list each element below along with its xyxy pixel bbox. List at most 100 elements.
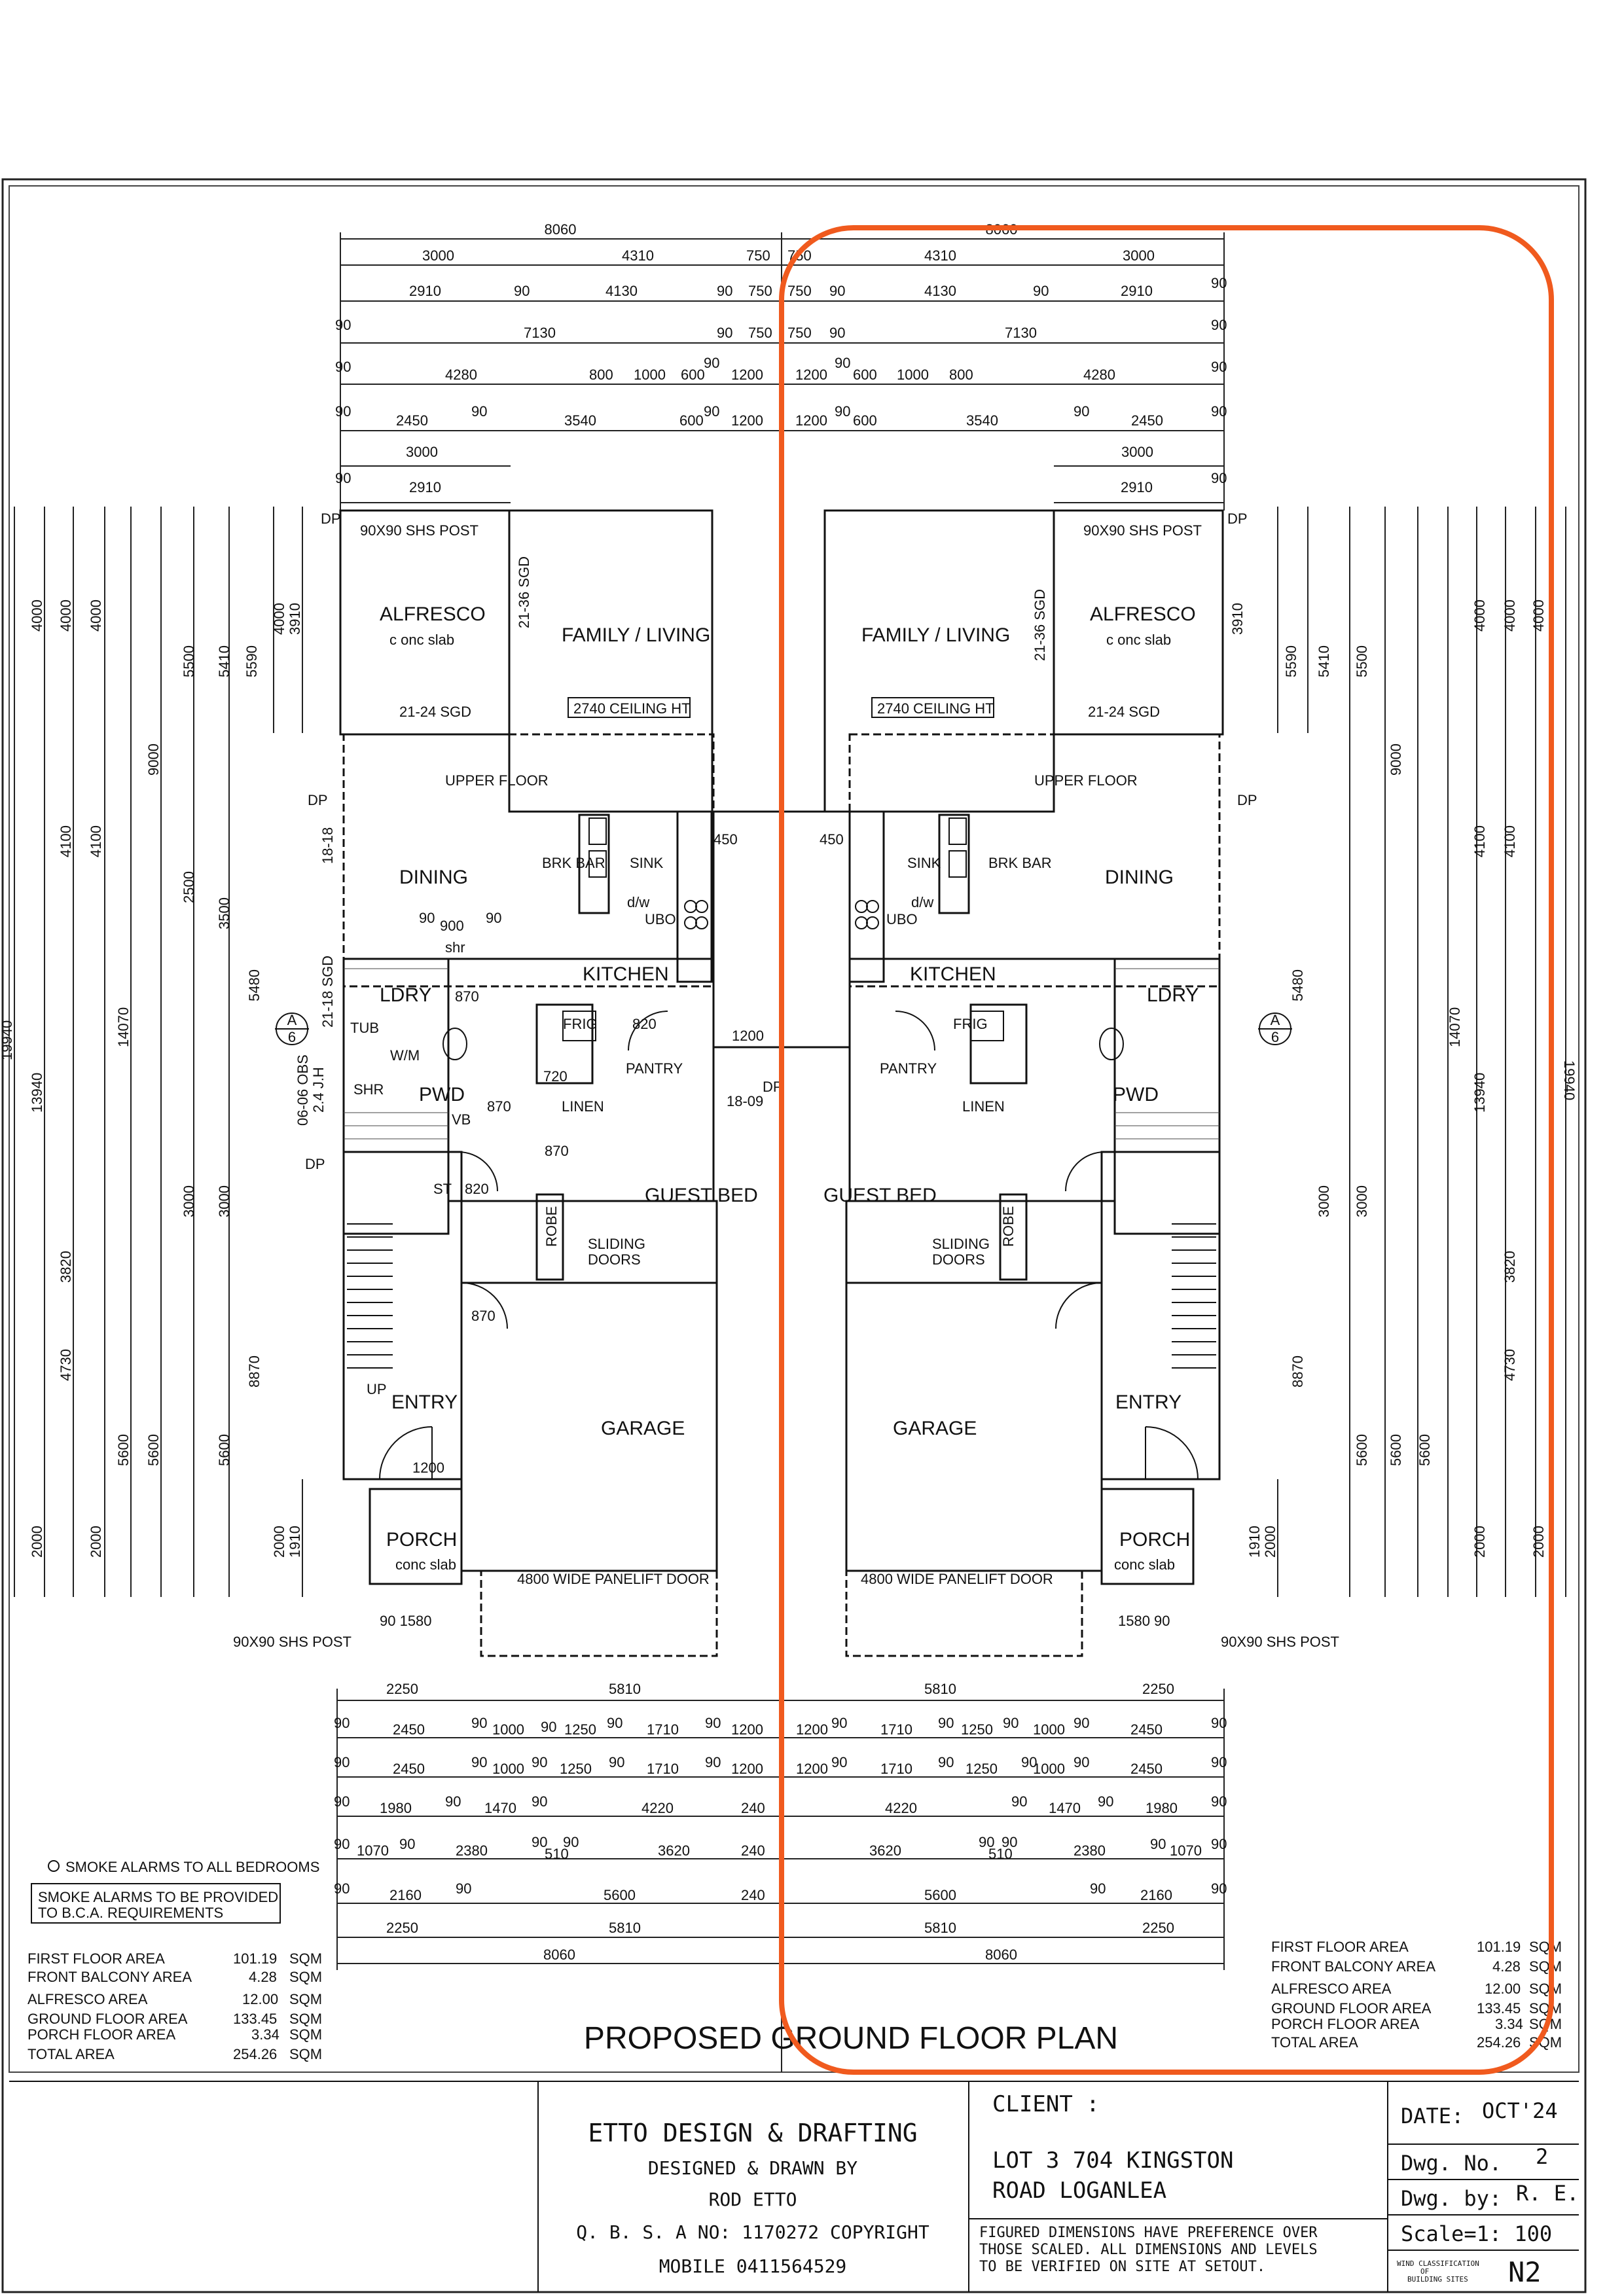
highlight-outline <box>779 225 1554 2075</box>
dim-text: 1980 <box>380 1800 412 1816</box>
dim-text: 1000 <box>634 367 666 383</box>
dim-text: 90 <box>1211 1754 1227 1770</box>
dim-870: 870 <box>455 988 479 1005</box>
room-entry: ENTRY <box>1115 1391 1182 1413</box>
area-value: 254.26 <box>233 2046 277 2062</box>
area-value: 254.26 <box>1477 2034 1521 2051</box>
room-alfresco: ALFRESCO <box>380 603 486 625</box>
post-label: 90X90 SHS POST <box>360 522 478 539</box>
dim-1580: 1580 90 <box>1118 1613 1170 1629</box>
date-label: DATE: <box>1401 2104 1464 2128</box>
dim-text: 5500 <box>181 645 197 677</box>
dim-text: 90 <box>1211 470 1227 486</box>
section-marker-right: A 6 <box>1258 1012 1292 1045</box>
dim-text: 5810 <box>924 1681 956 1697</box>
dim-text: 5410 <box>216 645 232 677</box>
dim-text: 1710 <box>647 1721 679 1738</box>
designed-by: DESIGNED & DRAWN BY <box>648 2157 857 2179</box>
dim-text: 1000 <box>492 1761 524 1777</box>
notes-block: SMOKE ALARMS TO ALL BEDROOMS SMOKE ALARM… <box>31 1859 319 1924</box>
dim-text: 3820 <box>1502 1251 1518 1283</box>
dim-text: 13940 <box>29 1073 45 1113</box>
dwg-no-label: Dwg. No. <box>1401 2151 1502 2176</box>
dim-text: 90 <box>831 1754 847 1770</box>
dim-text: 4730 <box>58 1349 74 1381</box>
dim-text: 2000 <box>1471 1526 1488 1558</box>
dim-text: 90 <box>1021 1754 1037 1770</box>
dim-text: 90 <box>445 1793 461 1810</box>
dim-text: 90 <box>471 403 487 420</box>
dim-text: 1710 <box>880 1721 912 1738</box>
area-label: FRONT BALCONY AREA <box>1271 1958 1435 1975</box>
wind-label-1: WIND CLASSIFICATION <box>1397 2259 1479 2268</box>
title-block-client: CLIENT : LOT 3 704 KINGSTON ROAD LOGANLE… <box>979 2091 1318 2275</box>
upper-floor-label: UPPER FLOOR <box>1034 772 1138 789</box>
side-dims-right: 19940 13940 4000 4000 4000 4100 4100 382… <box>1229 600 1578 1558</box>
dim-text: 2000 <box>1530 1526 1547 1558</box>
dim-text: 4310 <box>622 247 654 264</box>
dim-text: 1200 <box>795 367 827 383</box>
dim-text: 750 <box>787 283 812 299</box>
dim-text: 7130 <box>1005 325 1037 341</box>
dim-text: 90 <box>563 1834 579 1850</box>
area-unit: SQM <box>289 1969 322 1985</box>
porch-sub: conc slab <box>395 1556 456 1573</box>
scale-label: Scale=1: 100 <box>1401 2221 1552 2246</box>
dim-text: 1200 <box>731 367 763 383</box>
dim-text: 4280 <box>445 367 477 383</box>
smoke-box-line2: TO B.C.A. REQUIREMENTS <box>38 1905 223 1921</box>
pantry-label: PANTRY <box>626 1060 683 1077</box>
dim-text: 90 <box>335 403 351 420</box>
dim-text: 1000 <box>1033 1761 1065 1777</box>
area-value: 4.28 <box>1492 1958 1521 1975</box>
dim-text: 90 <box>335 470 351 486</box>
sgd-label: 21-24 SGD <box>1088 704 1160 720</box>
room-garage: GARAGE <box>893 1418 977 1439</box>
dim-text: 4730 <box>1502 1349 1518 1381</box>
dim-text: 3540 <box>564 412 596 429</box>
dim-text: 4130 <box>924 283 956 299</box>
dim-text: 4220 <box>885 1800 917 1816</box>
dim-90: 90 <box>419 910 435 926</box>
stairs-left <box>347 1223 393 1369</box>
stairs-right <box>1172 1223 1216 1369</box>
dim-720: 720 <box>543 1068 568 1085</box>
dim-text: 90 <box>1150 1836 1166 1852</box>
ubo-label: UBO <box>886 911 918 927</box>
doors-label: DOORS <box>588 1251 641 1268</box>
dim-text: 2910 <box>409 283 441 299</box>
room-alfresco: ALFRESCO <box>1090 603 1196 625</box>
dim-text: 3500 <box>216 897 232 929</box>
area-unit: SQM <box>289 2026 322 2043</box>
disclaimer-2: THOSE SCALED. ALL DIMENSIONS AND LEVELS <box>979 2242 1318 2258</box>
dp-label: DP <box>1227 511 1248 527</box>
area-schedule-left: FIRST FLOOR AREA 101.19 SQM FRONT BALCON… <box>27 1950 322 2062</box>
dim-text: 1470 <box>484 1800 516 1816</box>
area-value: 101.19 <box>233 1950 277 1967</box>
dim-text: 2160 <box>1140 1887 1172 1903</box>
dim-text: 90 <box>1011 1793 1027 1810</box>
dim-text: 5600 <box>115 1434 132 1466</box>
dwg-by-value: R. E. <box>1516 2181 1579 2206</box>
date-value: OCT'24 <box>1482 2098 1558 2123</box>
area-value: 101.19 <box>1477 1939 1521 1955</box>
dim-text: 19940 <box>1561 1060 1578 1100</box>
area-label: ALFRESCO AREA <box>1271 1981 1392 1997</box>
dim-text: 2450 <box>1131 412 1163 429</box>
dim-text: 2000 <box>271 1526 287 1558</box>
dim-text: 2000 <box>29 1526 45 1558</box>
dim-text: 2450 <box>393 1721 425 1738</box>
dim-870: 870 <box>487 1098 511 1115</box>
dim-text: 90 <box>335 359 351 375</box>
panelift-label: 4800 WIDE PANELIFT DOOR <box>517 1571 710 1587</box>
dim-text: 240 <box>741 1800 765 1816</box>
dim-text: 4130 <box>605 283 638 299</box>
alfresco-sub: c onc slab <box>1106 632 1171 648</box>
dim-text: 3540 <box>966 412 998 429</box>
room-dining: DINING <box>399 867 468 888</box>
sgd-label: 21-24 SGD <box>399 704 471 720</box>
dim-text: 3910 <box>287 603 303 635</box>
dim-text: 1200 <box>731 412 763 429</box>
room-laundry: LDRY <box>1147 984 1199 1006</box>
